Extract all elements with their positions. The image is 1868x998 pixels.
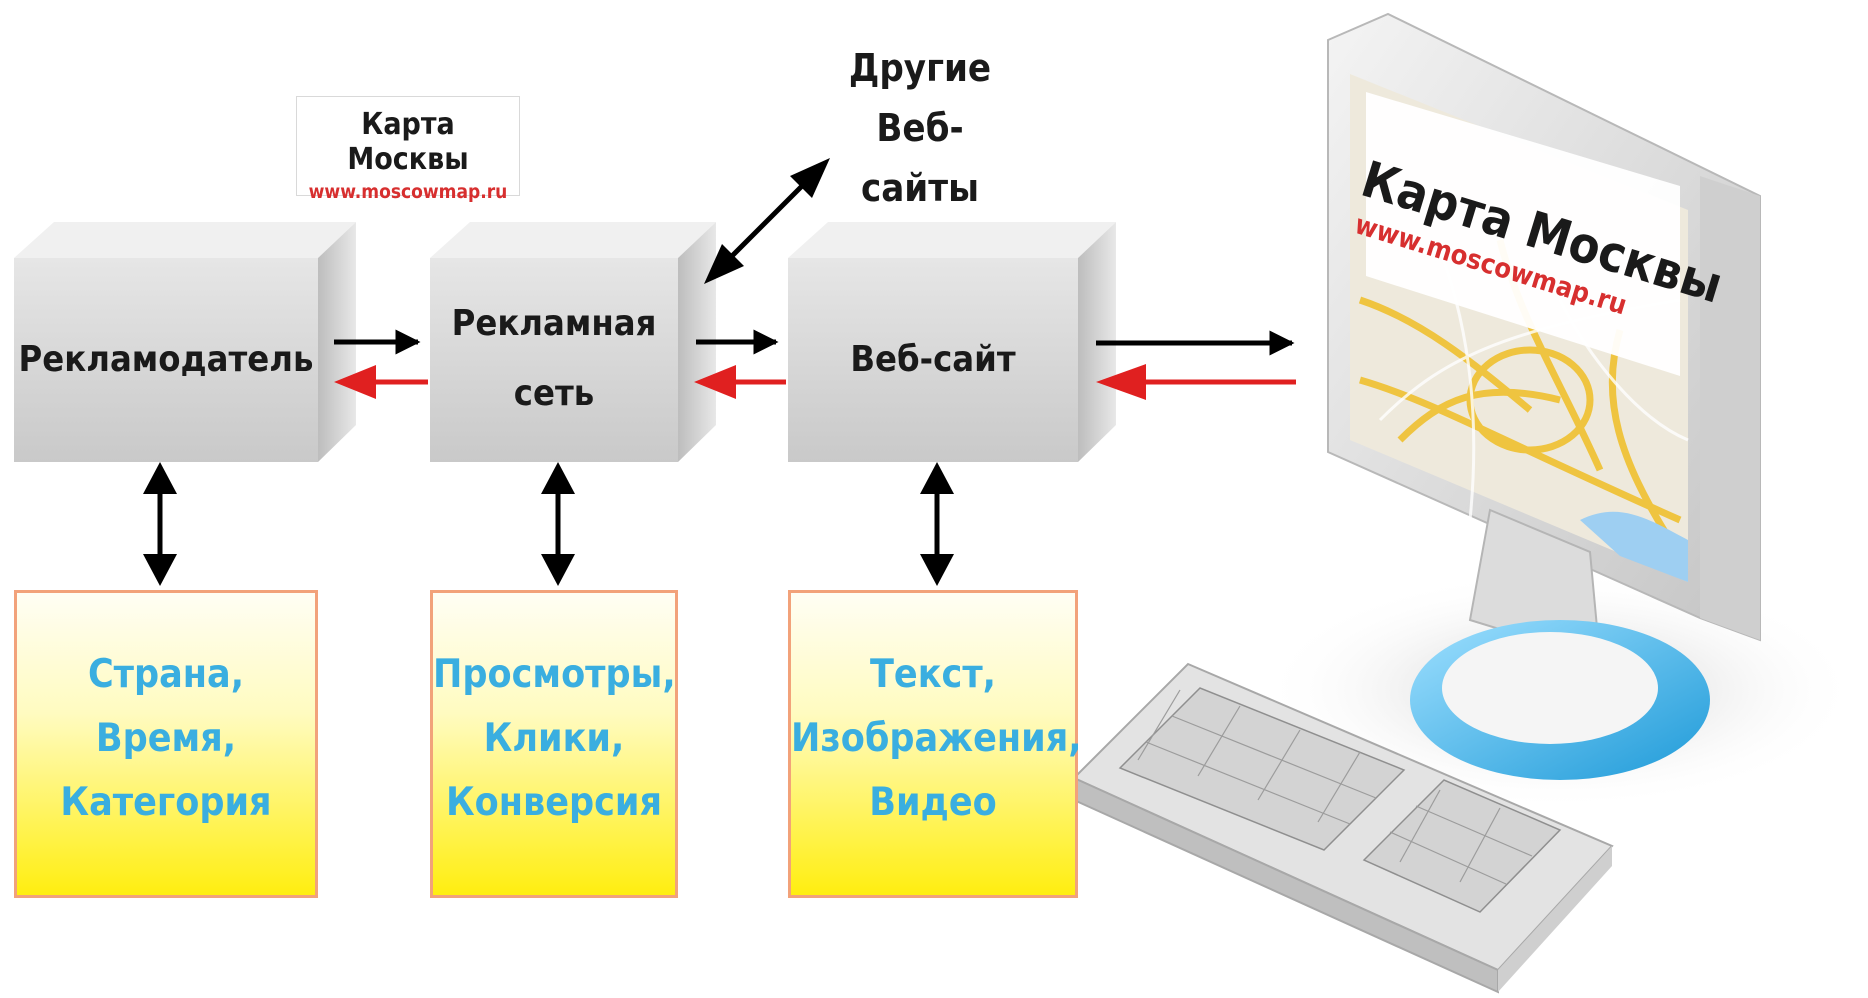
advertiser-label: Рекламодатель <box>18 339 314 380</box>
arrow-user-to-website <box>1096 364 1296 400</box>
box-line: Страна, <box>87 652 245 697</box>
computer-illustration <box>1072 12 1860 994</box>
box-line: Просмотры, <box>433 652 676 697</box>
advertiser-targeting-text: Страна, Время, Категория <box>17 643 315 835</box>
other-websites-line1: Другие <box>848 46 992 90</box>
ad-network-label-line2: сеть <box>513 373 595 414</box>
arrow-network-other-sites <box>704 158 830 284</box>
other-websites-line2: Веб-сайты <box>860 106 979 210</box>
advertiser-targeting-box: Страна, Время, Категория <box>14 590 318 898</box>
box-line: Конверсия <box>445 780 663 825</box>
arrow-network-to-advertiser <box>334 365 428 399</box>
moscow-map-logo: Карта Москвы www.moscowmap.ru <box>296 96 520 203</box>
network-metrics-text: Просмотры, Клики, Конверсия <box>433 643 676 835</box>
arrow-website-to-network <box>694 365 786 399</box>
box-line: Клики, <box>483 716 625 761</box>
box-line: Видео <box>869 780 997 825</box>
box-line: Категория <box>60 780 272 825</box>
vertical-arrow-advertiser <box>143 462 177 586</box>
logo-title: Карта Москвы <box>347 107 469 177</box>
network-metrics-box: Просмотры, Клики, Конверсия <box>430 590 678 898</box>
website-content-text: Текст, Изображения, Видео <box>791 643 1082 835</box>
box-line: Время, <box>95 716 237 761</box>
other-websites-label: Другие Веб-сайты <box>830 38 1010 218</box>
logo-url: www.moscowmap.ru <box>308 181 508 203</box>
website-content-box: Текст, Изображения, Видео <box>788 590 1082 898</box>
vertical-arrow-network <box>541 462 575 586</box>
vertical-arrow-website <box>920 462 954 586</box>
ad-network-cube <box>430 222 716 462</box>
website-label: Веб-сайт <box>850 339 1016 380</box>
box-line: Изображения, <box>791 716 1082 761</box>
ad-network-label: Рекламная сеть <box>430 300 678 418</box>
advertiser-cube <box>14 222 356 462</box>
website-cube <box>788 222 1116 462</box>
ad-network-label-line1: Рекламная <box>451 303 657 344</box>
box-line: Текст, <box>869 652 997 697</box>
